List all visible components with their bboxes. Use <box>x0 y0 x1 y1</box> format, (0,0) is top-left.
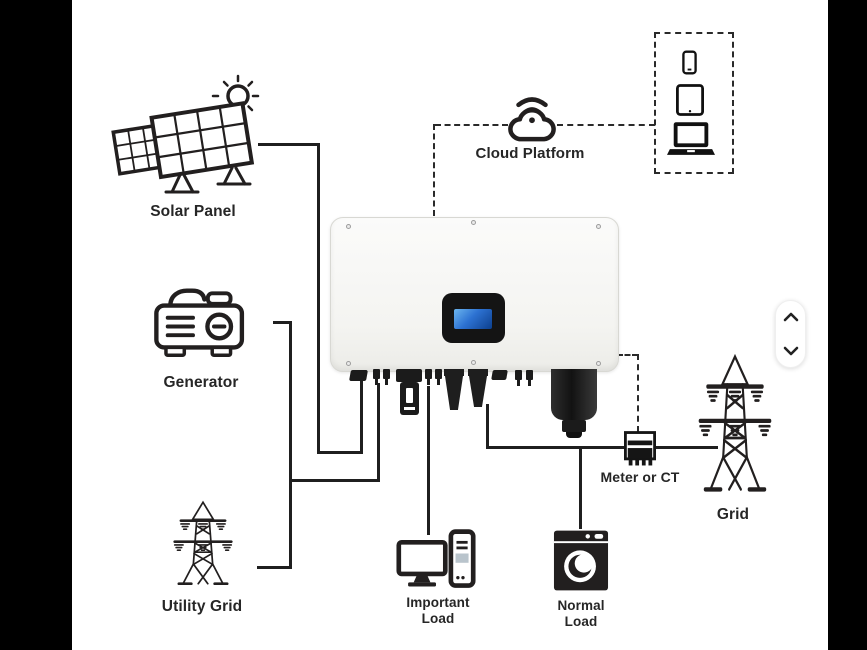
monitoring-devices-box <box>654 32 734 174</box>
grid-label: Grid <box>716 506 750 523</box>
tablet-icon <box>676 84 704 116</box>
wire-segment <box>579 446 582 529</box>
wire-segment <box>289 479 380 482</box>
generator-icon <box>154 288 245 358</box>
smartphone-icon <box>682 50 697 75</box>
connector-pin <box>526 370 533 386</box>
screw <box>346 361 351 366</box>
wire-segment <box>289 321 292 569</box>
screw <box>471 360 476 365</box>
screw <box>346 224 351 229</box>
wire-segment <box>258 143 318 146</box>
normal-load-label-line2: Load <box>564 614 598 629</box>
wire-segment <box>486 446 626 449</box>
screw <box>596 361 601 366</box>
important-load-label: Important Load <box>398 595 478 627</box>
dashed-wire <box>557 124 655 126</box>
dashed-wire <box>637 354 639 432</box>
screw <box>596 224 601 229</box>
cloud-platform-label: Cloud Platform <box>475 145 585 162</box>
normal-load-label: Normal Load <box>541 598 621 630</box>
wire-segment <box>427 386 430 535</box>
carousel-down-button[interactable] <box>782 345 800 357</box>
letterbox-left <box>0 0 72 650</box>
inverter-lcd-screen <box>454 309 492 329</box>
ac-connector <box>551 369 597 420</box>
wire-segment <box>257 566 291 569</box>
normal-load-label-line1: Normal <box>557 598 605 613</box>
normal-load-icon <box>553 530 609 591</box>
important-load-icon <box>396 529 476 588</box>
important-load-label-line1: Important <box>406 595 470 610</box>
solar-panel-label: Solar Panel <box>150 203 236 220</box>
connector-pin <box>373 369 380 385</box>
connector-pin <box>383 369 390 385</box>
wire-segment <box>273 321 291 324</box>
wire-segment <box>377 383 380 482</box>
connector-lug <box>349 370 368 381</box>
connector-lug <box>491 370 508 380</box>
chevron-up-icon <box>783 312 798 322</box>
cable-gland <box>445 376 463 410</box>
cloud-platform-icon <box>508 97 556 142</box>
laptop-icon <box>667 122 715 155</box>
wire-segment <box>486 404 489 449</box>
important-load-label-line2: Load <box>421 611 455 626</box>
chevron-down-icon <box>783 346 798 356</box>
wire-segment <box>656 446 718 449</box>
meter-label: Meter or CT <box>600 469 680 485</box>
utility-grid-icon <box>173 500 233 586</box>
utility-grid-label: Utility Grid <box>161 598 243 615</box>
ac-connector-tip <box>566 432 582 438</box>
dashed-wire <box>435 124 508 126</box>
grid-icon <box>698 353 772 492</box>
cable-gland <box>469 376 487 407</box>
carousel-up-button[interactable] <box>782 311 800 323</box>
wire-segment <box>317 451 363 454</box>
dashed-wire <box>617 354 638 356</box>
image-carousel-nav <box>775 300 806 368</box>
screw <box>471 220 476 225</box>
generator-label: Generator <box>163 374 239 391</box>
wire-segment <box>317 143 320 454</box>
dc-switch-top <box>396 369 422 382</box>
cable-gland <box>468 369 488 376</box>
letterbox-right <box>828 0 867 650</box>
meter-icon <box>624 431 656 466</box>
connector-pin <box>435 369 442 385</box>
ac-connector-cap <box>562 420 586 432</box>
solar-panel-icon <box>111 74 260 194</box>
connector-pin <box>515 370 522 386</box>
connector-pin <box>425 369 432 385</box>
dashed-wire <box>433 124 435 216</box>
dc-switch-slot <box>406 388 413 403</box>
wire-segment <box>360 380 363 454</box>
dc-switch-dots <box>404 407 415 410</box>
cable-gland <box>444 369 464 376</box>
